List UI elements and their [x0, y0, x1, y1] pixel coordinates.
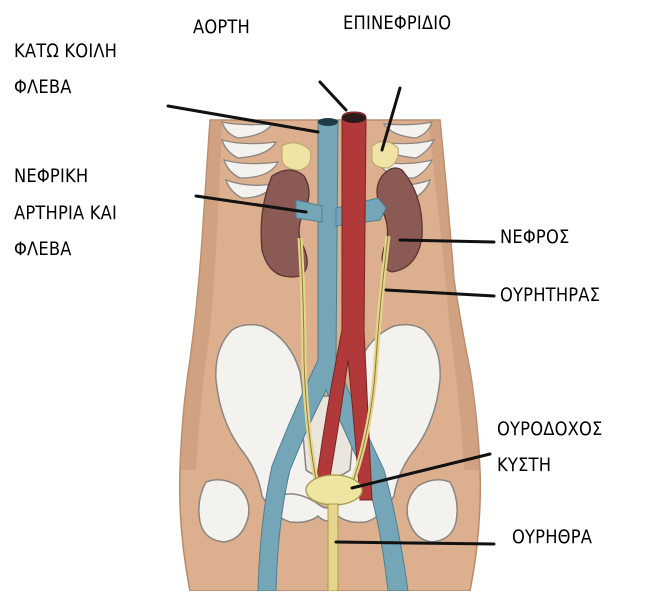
label-ivc-line1: ΚΑΤΩ ΚΟΙΛΗ [14, 42, 117, 61]
left-adrenal [282, 143, 311, 170]
urethra-leader [336, 542, 494, 544]
label-ivc-line2: ΦΛΕΒΑ [14, 78, 72, 97]
kidney-leader [400, 240, 494, 242]
ivc-opening [318, 118, 338, 126]
label-urethra: ΟΥΡΗΘΡΑ [512, 528, 592, 547]
aorta-leader [320, 82, 346, 110]
label-ureter: ΟΥΡΗΤΗΡΑΣ [500, 286, 600, 305]
label-renal-line3: ΦΛΕΒΑ [14, 240, 72, 259]
left-femur [199, 480, 249, 542]
aorta-opening [342, 113, 366, 123]
label-kidney: ΝΕΦΡΟΣ [500, 228, 569, 247]
right-femur [407, 480, 457, 542]
urethra [328, 504, 338, 591]
bladder [306, 475, 362, 505]
label-renal-line2: ΑΡΤΗΡΙΑ ΚΑΙ [14, 204, 117, 223]
label-renal-line1: ΝΕΦΡΙΚΗ [14, 167, 88, 186]
label-bladder-line2: ΚΥΣΤΗ [497, 456, 551, 475]
label-bladder-line1: ΟΥΡΟΔΟΧΟΣ [497, 420, 603, 439]
label-aorta: ΑΟΡΤΗ [193, 18, 250, 37]
label-adrenal: ΕΠΙΝΕΦΡΙΔΙΟ [343, 14, 451, 33]
